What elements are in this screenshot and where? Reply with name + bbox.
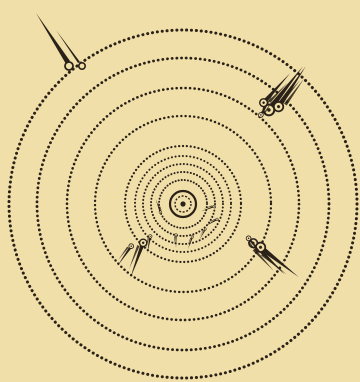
comet-icon [36,13,85,70]
comet-icon [245,235,302,282]
comet-icon [115,234,152,279]
comet-icon [258,63,311,118]
sun-icon [170,191,196,217]
